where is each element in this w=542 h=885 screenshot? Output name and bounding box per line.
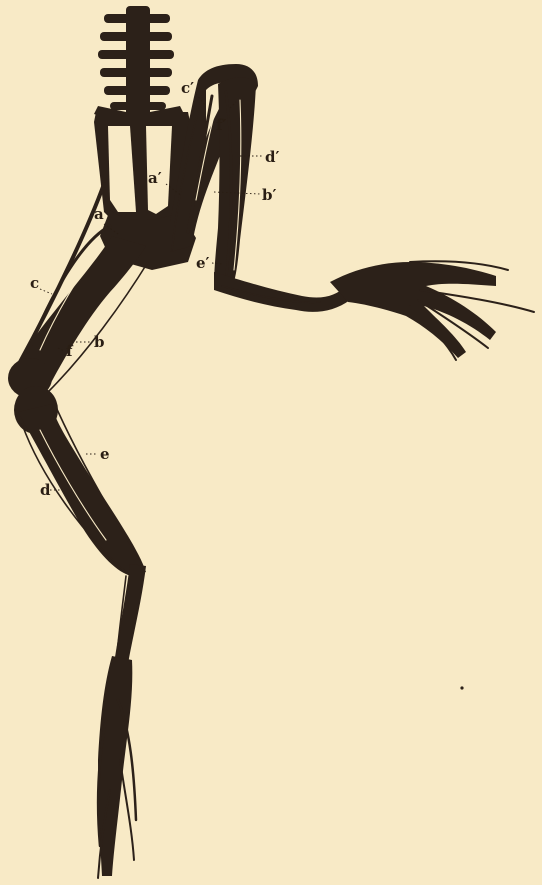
svg-text:b′: b′ xyxy=(262,186,276,204)
svg-text:f′: f′ xyxy=(216,116,226,134)
right-hind-limb xyxy=(170,64,534,360)
svg-text:e′: e′ xyxy=(196,254,210,272)
svg-text:a: a xyxy=(94,205,104,223)
svg-text:d: d xyxy=(40,481,51,499)
svg-text:d′: d′ xyxy=(265,148,279,166)
speck xyxy=(460,686,463,689)
svg-text:a′: a′ xyxy=(148,169,162,187)
label-e: e xyxy=(86,445,110,463)
svg-text:f: f xyxy=(66,342,74,360)
svg-text:c: c xyxy=(30,274,39,292)
svg-text:c′: c′ xyxy=(181,79,194,97)
svg-text:b: b xyxy=(94,333,105,351)
label-c: c xyxy=(30,274,52,294)
vertebral-column xyxy=(94,6,184,124)
left-hind-limb xyxy=(8,184,148,878)
svg-text:e: e xyxy=(100,445,110,463)
